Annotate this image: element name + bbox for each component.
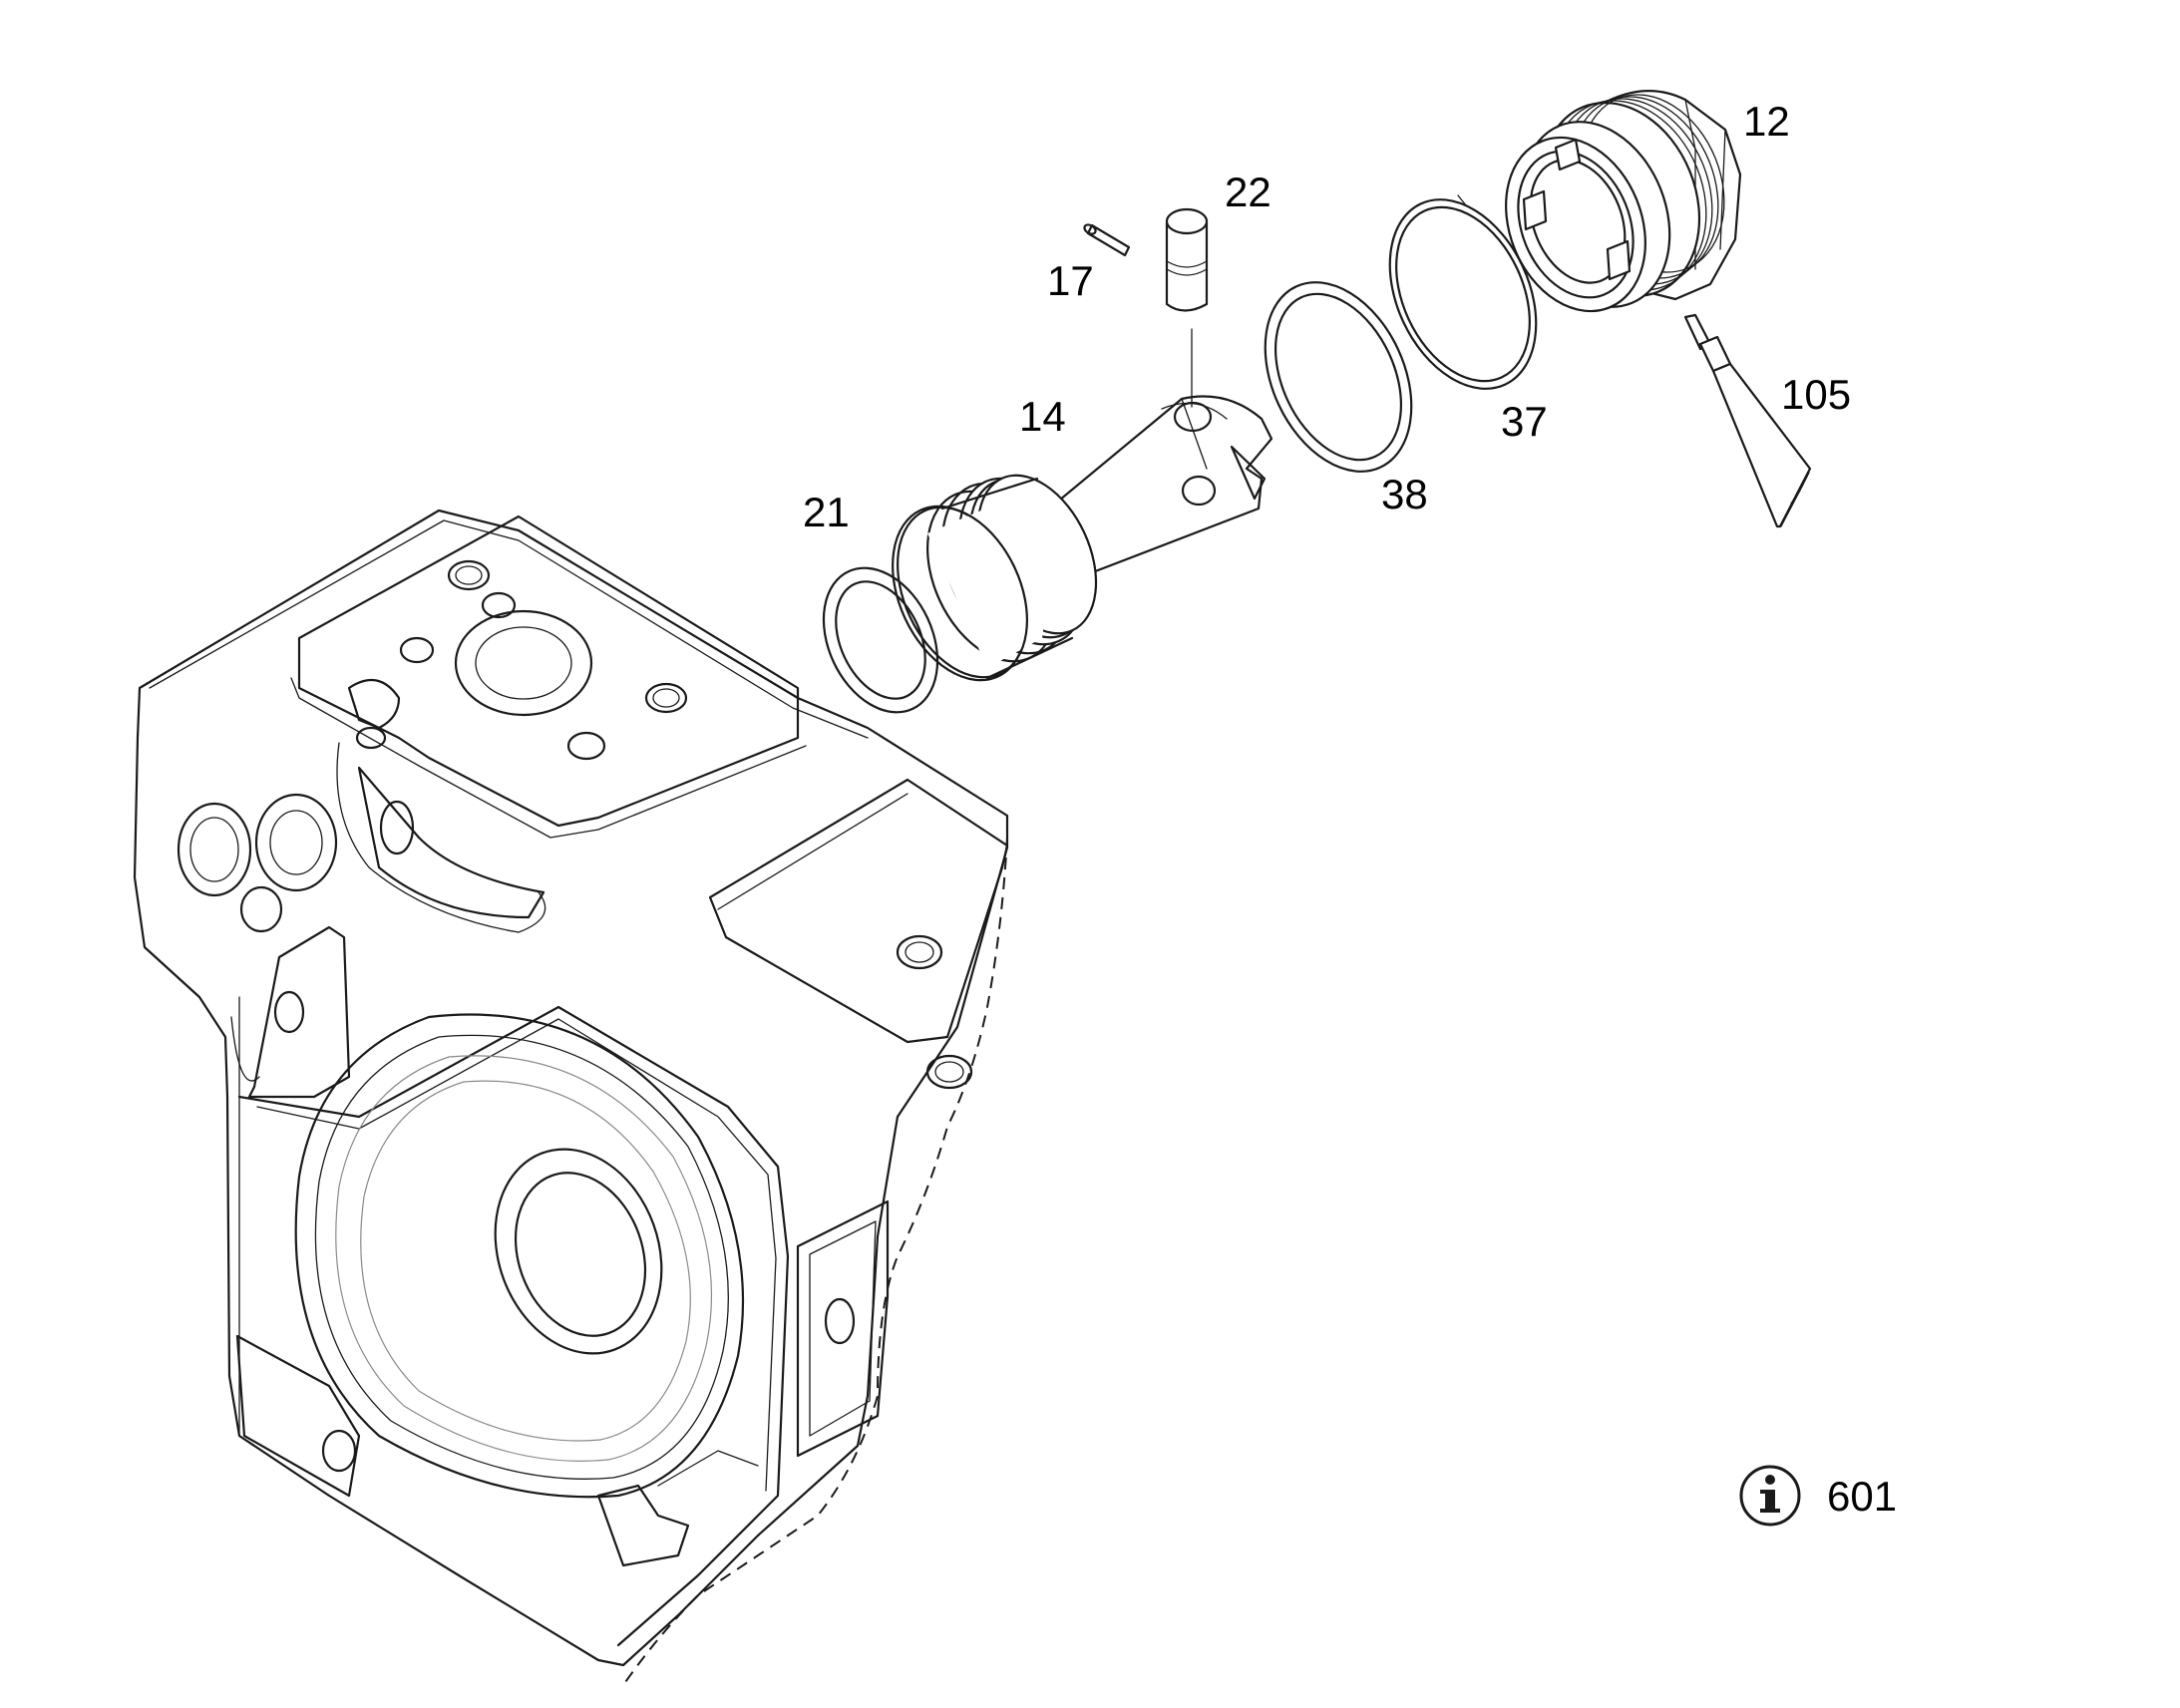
callout-12: 12 (1743, 98, 1790, 145)
info-reference: 601 (1739, 1465, 1897, 1527)
info-reference-number: 601 (1827, 1473, 1897, 1520)
part-14-piston (892, 328, 1273, 682)
part-12-plug (1505, 90, 1742, 313)
part-22-pin (1165, 207, 1209, 312)
part-17-dowel (1083, 223, 1131, 257)
info-icon (1739, 1465, 1801, 1527)
callout-14: 14 (1019, 393, 1066, 440)
callout-21: 21 (803, 489, 850, 535)
callout-22: 22 (1225, 169, 1272, 215)
part-21-ring (822, 566, 939, 714)
callout-37: 37 (1501, 398, 1548, 445)
callout-17: 17 (1047, 257, 1094, 304)
part-105-sealant-tube (1683, 313, 1812, 528)
housing (133, 509, 1009, 1686)
part-38-oring (1264, 281, 1413, 473)
callout-38: 38 (1381, 471, 1428, 517)
callout-105: 105 (1781, 371, 1851, 418)
